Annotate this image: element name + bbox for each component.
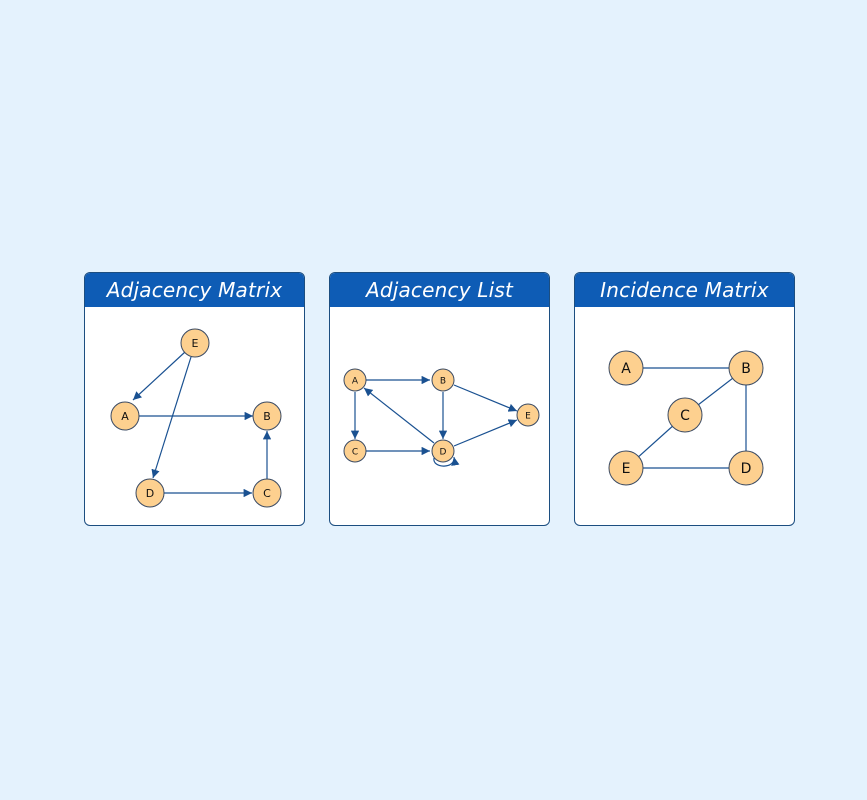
graph-adjacency-matrix: E A B D C: [110, 328, 282, 508]
svg-text:C: C: [680, 408, 690, 424]
svg-text:B: B: [263, 410, 271, 423]
node-c: C: [667, 397, 703, 433]
edge-d-a: [363, 387, 435, 444]
node-b: B: [728, 350, 764, 386]
svg-text:C: C: [352, 448, 358, 458]
svg-text:E: E: [525, 412, 531, 422]
svg-text:E: E: [622, 461, 631, 477]
node-e: E: [180, 328, 210, 358]
node-d: D: [728, 450, 764, 486]
edge-e-d: [151, 356, 192, 479]
node-a: A: [110, 401, 140, 431]
svg-text:D: D: [440, 448, 447, 458]
node-a: A: [608, 350, 644, 386]
node-e: E: [608, 450, 644, 486]
panel-title: Adjacency Matrix: [85, 273, 304, 307]
svg-text:C: C: [263, 487, 271, 500]
node-a: A: [343, 368, 367, 392]
node-d: D: [431, 439, 455, 463]
panel-adjacency-matrix: E A B D C Adjacency Matrix: [84, 272, 305, 526]
node-c: C: [343, 439, 367, 463]
svg-text:B: B: [741, 361, 751, 377]
panel-incidence-matrix: A B C E D Incidence Matrix: [574, 272, 795, 526]
edge-b-e: [453, 384, 518, 412]
panel-adjacency-list: A B E C D Adjacency List: [329, 272, 550, 526]
edge-d-e: [453, 419, 518, 447]
node-c: C: [252, 478, 282, 508]
svg-text:A: A: [121, 410, 129, 423]
node-d: D: [135, 478, 165, 508]
node-e: E: [516, 403, 540, 427]
graph-incidence-matrix: A B C E D: [608, 350, 764, 486]
svg-text:D: D: [146, 487, 154, 500]
svg-text:D: D: [741, 461, 752, 477]
node-b: B: [252, 401, 282, 431]
panel-title: Adjacency List: [330, 273, 549, 307]
svg-text:A: A: [621, 361, 631, 377]
node-b: B: [431, 368, 455, 392]
graph-adjacency-list: A B E C D: [343, 368, 540, 467]
edge-e-a: [132, 351, 186, 401]
svg-text:B: B: [440, 377, 446, 387]
svg-text:A: A: [352, 377, 359, 387]
svg-text:E: E: [192, 337, 199, 350]
panel-title: Incidence Matrix: [575, 273, 794, 307]
edge-d-d-loop: [433, 456, 460, 467]
